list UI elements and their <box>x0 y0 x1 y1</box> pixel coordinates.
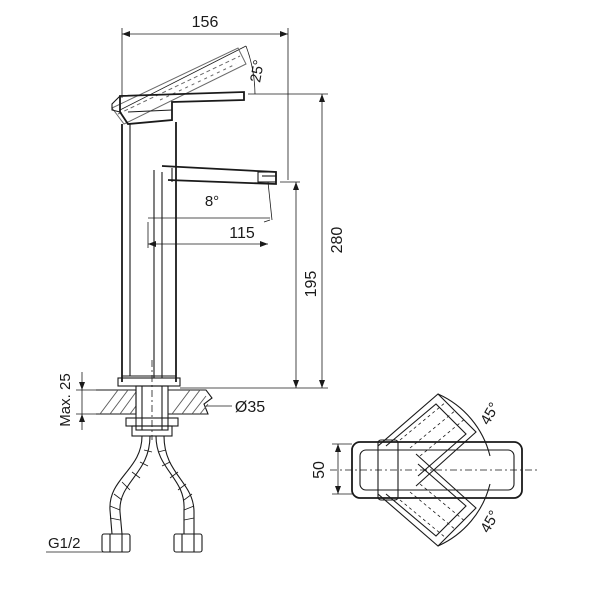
overall-width-label: 156 <box>192 14 219 31</box>
side-view: 156 25° <box>46 14 346 553</box>
mounting-deck <box>96 389 213 415</box>
spout-height-label: 195 <box>303 271 320 298</box>
handle-width-dimension: 50 <box>311 443 352 495</box>
spout-height-dimension: 195 <box>280 181 320 388</box>
raised-handle <box>111 47 247 125</box>
spout-reach-dimension: 115 <box>147 222 268 248</box>
deck-thickness-dimension: Max. 25 <box>57 372 96 430</box>
handle-angle-dimension: 25° <box>119 45 268 111</box>
hole-diameter-label: Ø35 <box>235 399 265 416</box>
thread-dimension: G1/2 <box>46 535 108 553</box>
thread-label: G1/2 <box>48 535 81 552</box>
handle-width-label: 50 <box>311 461 328 479</box>
flexible-hoses <box>101 435 203 553</box>
rotation-top-label: 45° <box>477 400 503 428</box>
spout-reach-label: 115 <box>229 225 255 242</box>
spout-angle-label: 8° <box>205 193 219 210</box>
spout <box>161 165 277 185</box>
handle-body <box>111 91 245 125</box>
total-height-label: 280 <box>329 227 346 254</box>
handle-plan-outline <box>351 439 523 501</box>
mounting-shank <box>125 360 179 440</box>
hole-diameter-dimension: Ø35 <box>206 399 265 416</box>
handle-angle-label: 25° <box>247 59 268 84</box>
deck-thickness-label: Max. 25 <box>57 373 74 426</box>
top-view: 50 45° 45° <box>311 393 540 547</box>
base-flange <box>117 377 181 387</box>
total-height-dimension: 280 <box>180 93 346 389</box>
rotation-bottom-label: 45° <box>477 508 503 536</box>
faucet-body <box>121 122 177 382</box>
overall-width-dimension: 156 <box>121 14 289 180</box>
spout-angle-dimension: 8° <box>148 181 273 223</box>
